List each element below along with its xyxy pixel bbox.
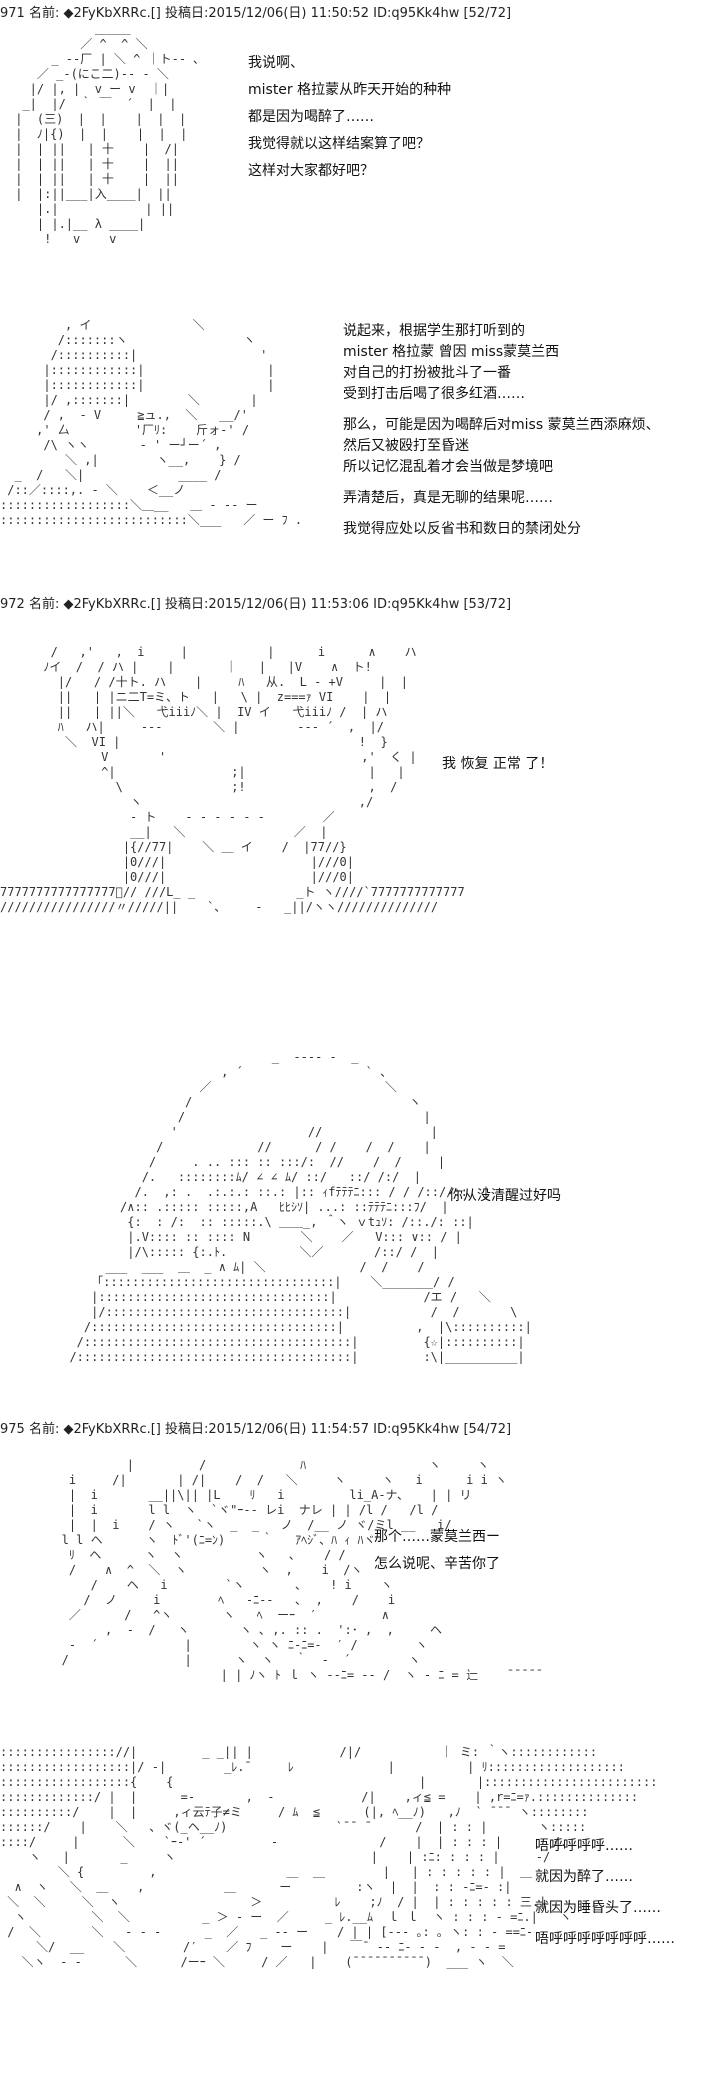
dialogue-line: 这样对大家都好吧？ (248, 163, 374, 179)
dialogue-line: 怎么说呢、辛苦你了 (374, 1556, 500, 1572)
dialogue-line: 我 恢复 正常 了！ (442, 756, 554, 772)
dialogue-line: 所以记忆混乱着才会当做是梦境吧 (343, 459, 553, 475)
dialogue-line: 然后又被殴打至昏迷 (343, 438, 469, 454)
dialogue-line: 唔呼呼呼呼…… (535, 1838, 633, 1854)
dialogue-line: mister 格拉蒙 曾因 miss蒙莫兰西 (343, 344, 560, 360)
dialogue-block: 说起来，根据学生那打听到的 mister 格拉蒙 曾因 miss蒙莫兰西 对自己… (343, 321, 660, 540)
ascii-art-character: ＿＿＿ ／ ^ ^ ＼ _ -‐厂 | ＼ ^ ｜ト-‐ ､ ／ _-(にこ二)… (15, 22, 200, 246)
dialogue-line: 就因为醉了…… (535, 1869, 633, 1885)
ascii-art-character: , イ ＼ /:::::::ヽ ヽ /::::::::::| ' |::::::… (0, 318, 303, 527)
dialogue-line: 你从没清醒过好吗 (449, 1188, 561, 1204)
ascii-art-character: :::::::::::::::://| _ _|| | /|/ ｜ ミ: ｀ヽ:… (0, 1745, 658, 1969)
dialogue-line: mister 格拉蒙从昨天开始的种种 (248, 82, 452, 98)
dialogue-line (343, 509, 660, 519)
dialogue-block: 你从没清醒过好吗 (449, 1183, 561, 1210)
dialogue-line: 我说啊、 (248, 55, 304, 71)
dialogue-line: 都是因为喝醉了…… (248, 109, 374, 125)
dialogue-line: 说起来，根据学生那打听到的 (343, 323, 525, 339)
post-header: 971 名前: ◆2FyKbXRRc.[] 投稿日:2015/12/06(日) … (0, 6, 512, 21)
dialogue-line: 对自己的打扮被批斗了一番 (343, 365, 511, 381)
post-header: 972 名前: ◆2FyKbXRRc.[] 投稿日:2015/12/06(日) … (0, 597, 512, 612)
dialogue-line: 受到打击后喝了很多红酒…… (343, 386, 525, 402)
dialogue-line: 就因为睡昏头了…… (535, 1900, 661, 1916)
dialogue-line: 那么，可能是因为喝醉后对miss 蒙莫兰西添麻烦、 (343, 417, 660, 433)
dialogue-line: 我觉得应处以反省书和数日的禁闭处分 (343, 521, 581, 537)
dialogue-line: 唔呼呼呼呼呼呼呼…… (535, 1931, 675, 1947)
dialogue-line: 弄清楚后，真是无聊的结果呢…… (343, 490, 553, 506)
dialogue-block: 我 恢复 正常 了！ (442, 751, 553, 778)
ascii-art-character: _ ‐‐‐‐ ‐ _ , ´ ` 、 ／ ＼ / ヽ / (69, 1050, 532, 1364)
dialogue-block: 那个……蒙莫兰西ー 怎么说呢、辛苦你了 (374, 1524, 500, 1578)
post-header: 975 名前: ◆2FyKbXRRc.[] 投稿日:2015/12/06(日) … (0, 1422, 512, 1437)
ascii-art-character: | / ﾊ ヽ ヽ i /| | /| / / ＼ ヽ ヽ i i i ヽ | … (61, 1458, 544, 1682)
dialogue-line: 我觉得就以这样结案算了吧？ (248, 136, 430, 152)
dialogue-block: 我说啊、 mister 格拉蒙从昨天开始的种种 都是因为喝醉了…… 我觉得就以这… (248, 50, 451, 185)
dialogue-line (343, 478, 660, 488)
dialogue-line (343, 405, 660, 415)
dialogue-block: 唔呼呼呼呼…… 就因为醉了…… 就因为睡昏头了…… 唔呼呼呼呼呼呼呼…… (535, 1831, 675, 1955)
ascii-art-character: / ,' , i | | i ∧ ハ ﾉイ / / ハ | | ｜ | |V ∧… (0, 645, 465, 914)
dialogue-line: 那个……蒙莫兰西ー (374, 1529, 500, 1545)
